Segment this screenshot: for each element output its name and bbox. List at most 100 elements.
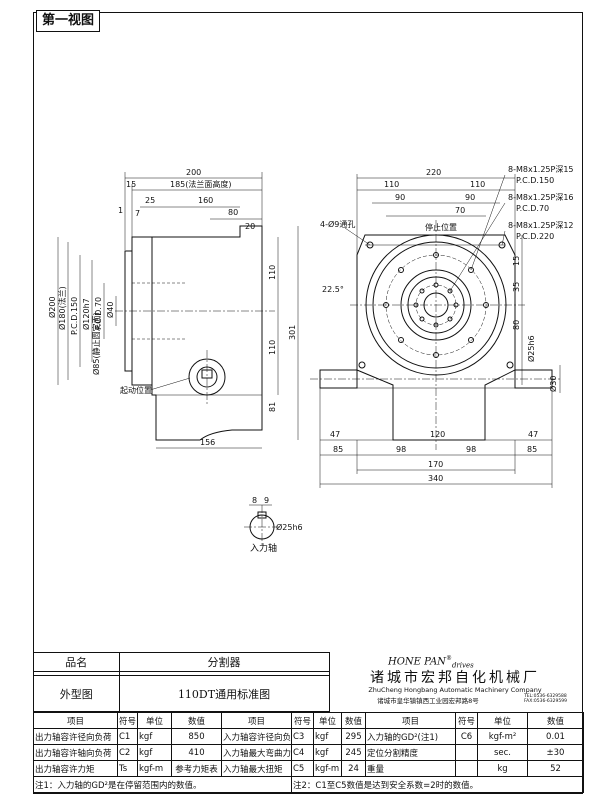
- engineering-drawing: 200 15 185(法兰面高度) 1 25 7 160 80 20 110 3…: [47, 165, 574, 554]
- side-view: 200 15 185(法兰面高度) 1 25 7 160 80 20 110 3…: [47, 168, 299, 449]
- spec-cell: 24: [341, 760, 366, 777]
- spec-cell: kgf: [137, 744, 172, 761]
- callout-2: 8-M8x1.25P深16: [508, 193, 574, 202]
- spec-header-cell: 单位: [137, 712, 172, 729]
- spec-cell: 出力轴容许轴向负荷: [33, 744, 118, 761]
- dim-pcd150: P.C.D.150: [70, 297, 79, 335]
- spec-cell: C1: [117, 728, 138, 745]
- spec-cell: kgf-m: [137, 760, 172, 777]
- spec-cell: C4: [291, 744, 314, 761]
- dim-phi25h6: Ø25h6: [526, 335, 536, 362]
- spec-cell: 参考力矩表: [171, 760, 222, 777]
- holes-4-label: 4-Ø9通孔: [320, 219, 355, 229]
- spec-cell: 出力轴容许径向负荷: [33, 728, 118, 745]
- dim-170: 170: [428, 460, 443, 469]
- dim-80: 80: [228, 208, 238, 217]
- dim-47-right: 47: [528, 430, 538, 439]
- dim-1: 1: [118, 206, 123, 215]
- spec-cell: 52: [527, 760, 584, 777]
- dim-200: 200: [186, 168, 201, 177]
- dim-85-right: 85: [527, 445, 537, 454]
- spec-cell: 850: [171, 728, 222, 745]
- shaft-dim-phi25h6: Ø25h6: [276, 522, 303, 532]
- spec-header-cell: 数值: [171, 712, 222, 729]
- dim-85-left: 85: [333, 445, 343, 454]
- spec-cell: 245: [341, 744, 366, 761]
- dim-220: 220: [426, 168, 441, 177]
- company-block: HONE PAN®drives 诸城市宏邦自化机械厂 ZhuCheng Hong…: [328, 653, 582, 711]
- spec-cell: C2: [117, 744, 138, 761]
- spec-cell: 重量: [365, 760, 456, 777]
- dim-156: 156: [200, 438, 215, 447]
- spec-cell: 入力轴最大弯曲力矩: [221, 744, 292, 761]
- spec-cell: 出力轴容许力矩: [33, 760, 118, 777]
- drawing-frame: [33, 12, 583, 794]
- spec-header-cell: 项目: [221, 712, 292, 729]
- name-value: 分割器: [118, 652, 330, 672]
- company-name-en: ZhuCheng Hongbang Automatic Machinery Co…: [368, 686, 542, 694]
- spec-header-cell: 数值: [341, 712, 366, 729]
- spec-header-cell: 单位: [477, 712, 528, 729]
- spec-cell: 入力轴容许径向负荷: [221, 728, 292, 745]
- callout-3: 8-M8x1.25P深12: [508, 221, 574, 230]
- spec-row: 出力轴容许径向负荷 C1 kgf 850 入力轴容许径向负荷 C3 kgf 29…: [33, 728, 584, 745]
- callout-1b: P.C.D.150: [516, 176, 554, 185]
- dim-pcd70: P.C.D.70: [94, 297, 103, 330]
- dim-phi40: Ø40: [105, 302, 115, 318]
- dim-25: 25: [145, 196, 155, 205]
- callout-3b: P.C.D.220: [516, 232, 554, 241]
- spec-header-cell: 项目: [365, 712, 456, 729]
- spec-cell: kgf: [313, 744, 342, 761]
- dim-15: 15: [126, 180, 136, 189]
- housing-body: [151, 225, 263, 441]
- spec-header-cell: 符号: [455, 712, 478, 729]
- spec-cell: kgf: [137, 728, 172, 745]
- spec-header-cell: 符号: [291, 712, 314, 729]
- dim-7: 7: [135, 209, 140, 218]
- dim-80-v: 80: [512, 320, 521, 330]
- spec-table: 项目 符号 单位 数值 项目 符号 单位 数值 项目 符号 单位 数值 出力轴容…: [33, 712, 584, 793]
- spec-cell: 入力轴最大扭矩: [221, 760, 292, 777]
- spec-cell: ±30: [527, 744, 584, 761]
- spec-header-cell: 单位: [313, 712, 342, 729]
- spec-header-cell: 数值: [527, 712, 584, 729]
- dim-110-left: 110: [384, 180, 399, 189]
- dim-20: 20: [245, 222, 255, 231]
- spec-cell: [455, 744, 478, 761]
- spec-cell: C3: [291, 728, 314, 745]
- spec-cell: 0.01: [527, 728, 584, 745]
- dim-110-right: 110: [470, 180, 485, 189]
- spec-cell: 410: [171, 744, 222, 761]
- dim-160: 160: [198, 196, 213, 205]
- title-block: 品名 分割器 外型图 110DT通用标准图: [33, 652, 583, 712]
- spec-row: 出力轴容许轴向负荷 C2 kgf 410 入力轴最大弯曲力矩 C4 kgf 24…: [33, 744, 584, 761]
- spec-cell: kgf-m: [313, 760, 342, 777]
- shaft-detail: 8 9 Ø25h6 入力轴: [244, 496, 303, 554]
- callout-2b: P.C.D.70: [516, 204, 549, 213]
- spec-row: 出力轴容许力矩 Ts kgf-m 参考力矩表 入力轴最大扭矩 C5 kgf-m …: [33, 760, 584, 777]
- figure-value: 110DT通用标准图: [118, 675, 330, 712]
- spec-cell: kgf: [313, 728, 342, 745]
- note-1: 注1：入力轴的GD²是在停留范围内的数值。: [33, 776, 292, 793]
- dim-35: 35: [512, 282, 521, 292]
- dim-120: 120: [430, 430, 445, 439]
- spec-cell: Ts: [117, 760, 138, 777]
- spec-header-cell: 符号: [117, 712, 138, 729]
- dim-phi85: Ø85(静止圆定面): [91, 312, 101, 375]
- spec-cell: 定位分割精度: [365, 744, 456, 761]
- company-name-cn: 诸城市宏邦自化机械厂: [370, 670, 540, 686]
- dim-340: 340: [428, 474, 443, 483]
- spec-cell: sec.: [477, 744, 528, 761]
- note-2: 注2：C1至C5数值是达到安全系数=2时的数值。: [291, 776, 584, 793]
- start-position-label: 起动位置: [120, 385, 152, 395]
- front-view: 220 110 110 90 90 70 4-Ø9通孔 停止位置 8-M8x1.…: [310, 165, 574, 488]
- dim-22-5-deg: 22.5°: [322, 285, 344, 294]
- spec-cell: [455, 760, 478, 777]
- dim-110-b: 110: [268, 340, 277, 355]
- spec-cell: 295: [341, 728, 366, 745]
- spec-cell: C6: [455, 728, 478, 745]
- notes-row: 注1：入力轴的GD²是在停留范围内的数值。 注2：C1至C5数值是达到安全系数=…: [33, 776, 584, 793]
- dim-185: 185(法兰面高度): [170, 179, 232, 189]
- brand-logo: HONE PAN®drives: [388, 655, 474, 670]
- dim-phi120: Ø120h7: [81, 298, 91, 330]
